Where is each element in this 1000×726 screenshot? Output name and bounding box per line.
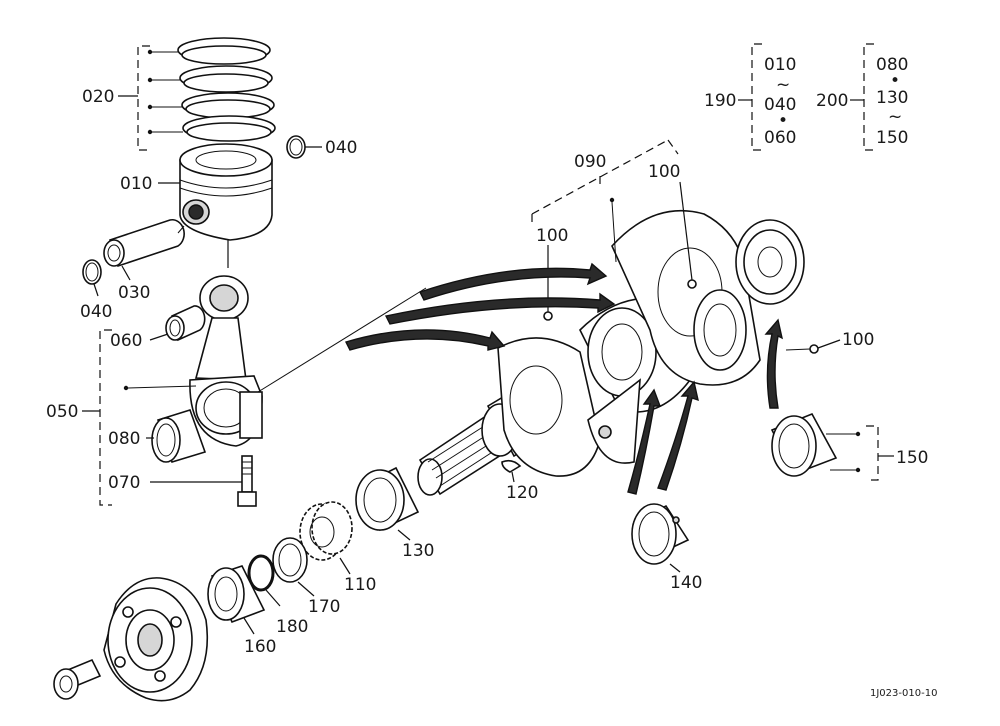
hub-bolt [53,658,102,700]
label-120: 120 [506,483,538,503]
label-070: 070 [108,473,140,493]
big-end-bearing [151,409,207,463]
legend-200-tilde: ~ [888,107,902,127]
bracket-050 [82,329,197,506]
legend-200-bottom: 150 [876,128,908,148]
label-110: 110 [344,575,376,595]
bracket-020 [118,45,183,151]
label-080: 080 [108,429,140,449]
bracket-090 [531,139,679,263]
label-130: 130 [402,541,434,561]
label-060: 060 [110,331,142,351]
piston-rings [177,37,276,142]
label-090: 090 [574,152,606,172]
bearing-150 [770,412,838,477]
legend-200-top: 080 [876,55,908,75]
legend-200-dot: • [890,71,900,91]
o-ring [247,554,275,592]
bracket-150 [826,425,894,481]
main-bearing-140 [631,503,690,565]
connecting-rod [189,275,263,447]
label-020: 020 [82,87,114,107]
label-160: 160 [244,637,276,657]
snap-ring-left [82,259,102,285]
label-150: 150 [896,448,928,468]
pulley-hub [103,577,209,702]
label-040-left: 040 [80,302,112,322]
piston-pin [103,218,185,268]
legend-190-mid: 040 [764,95,796,115]
label-030: 030 [118,283,150,303]
sleeve-160 [207,565,266,624]
label-040-right: 040 [325,138,357,158]
snap-ring-right [286,135,306,159]
label-100-top: 100 [648,162,680,182]
label-190: 190 [704,91,736,111]
plug-markers [543,181,841,354]
label-100-right: 100 [842,330,874,350]
crank-gear [299,501,353,561]
legend-190-bottom: 060 [764,128,796,148]
crankshaft [417,210,805,496]
small-end-bushing [165,305,206,342]
collar-170 [272,537,308,583]
drawing-code: 1J023-010-10 [870,688,937,699]
legend-190-dot: • [778,111,788,131]
bushing-130 [355,466,420,532]
rod-bolt [237,455,257,507]
label-180: 180 [276,617,308,637]
piston [179,143,273,241]
assembly-arrows [345,262,784,495]
legend-190-bracket [738,43,762,151]
woodruff-key [501,459,522,473]
label-010: 010 [120,174,152,194]
legend-190-top: 010 [764,55,796,75]
label-050: 050 [46,402,78,422]
label-170: 170 [308,597,340,617]
legend-200-mid: 130 [876,88,908,108]
label-140: 140 [670,573,702,593]
legend-200-bracket [850,43,874,151]
label-200: 200 [816,91,848,111]
legend-190-tilde: ~ [776,75,790,95]
label-100-left: 100 [536,226,568,246]
